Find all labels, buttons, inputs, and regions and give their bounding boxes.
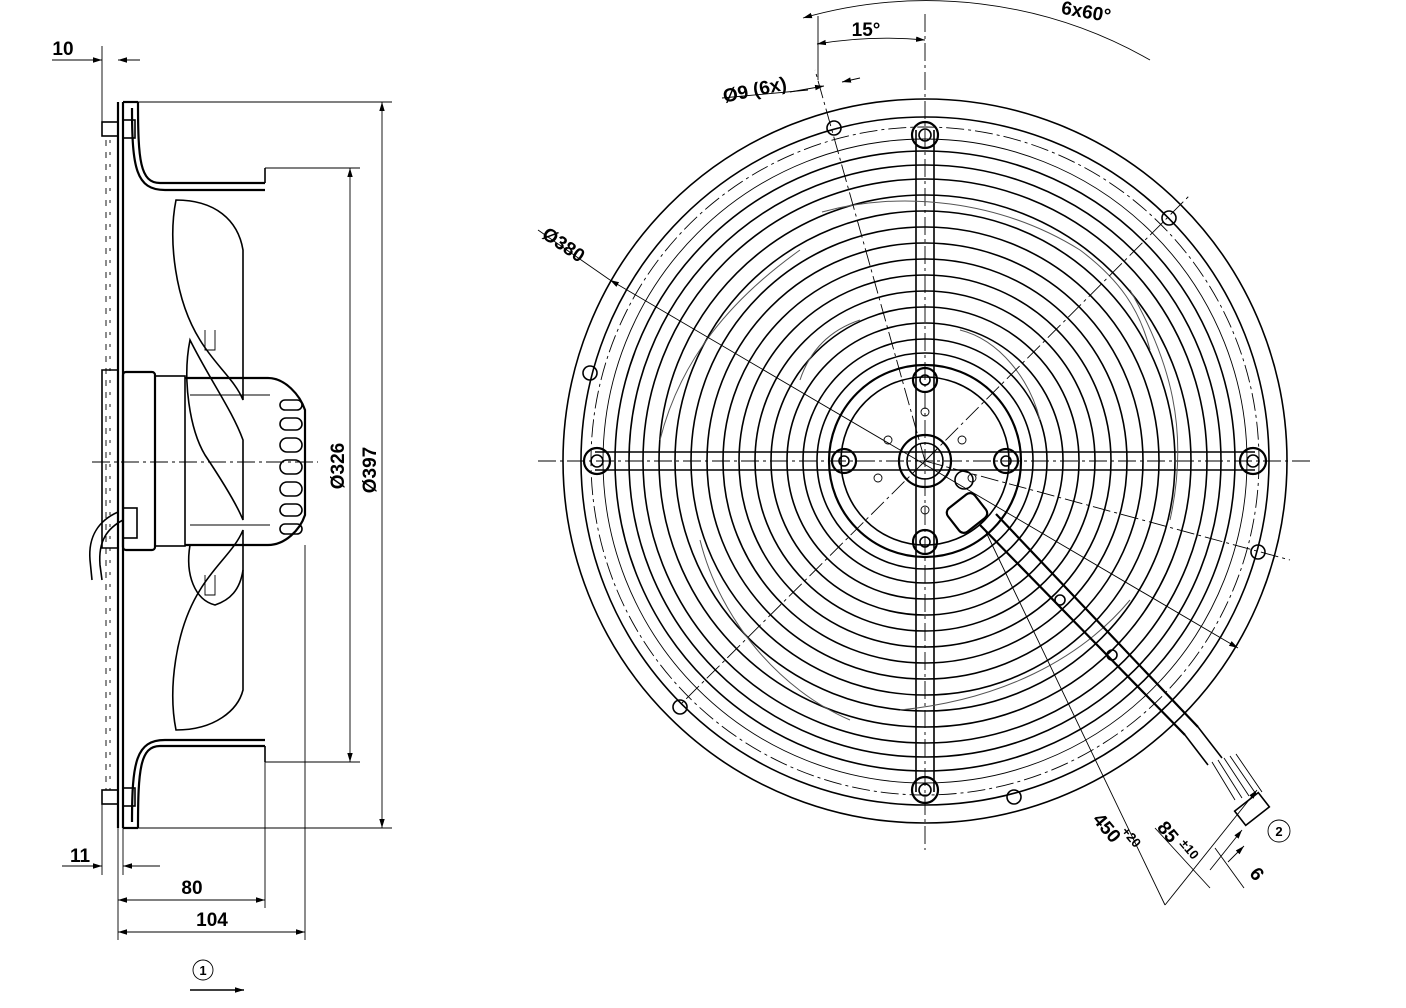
cable-marker: 2: [1267, 819, 1291, 843]
cable-side: [89, 507, 138, 581]
dim-450-label: 450: [1088, 810, 1124, 848]
dim-d397-label: Ø397: [360, 447, 381, 493]
airflow-direction-marker: 1: [190, 959, 244, 993]
hole-diameter-callout: Ø9 (6x): [721, 74, 861, 108]
connection-cable: [945, 492, 1271, 827]
airflow-marker-label: 1: [199, 963, 206, 978]
dim-104-label: 104: [196, 910, 228, 931]
dim-15deg-label: 15°: [852, 20, 881, 41]
motor-side: [121, 370, 307, 552]
dim-450-tol-label: +20: [1119, 824, 1145, 851]
impeller-blades-front: [659, 200, 1179, 721]
cable-marker-label: 2: [1275, 824, 1282, 839]
guard-grille-side: [101, 140, 119, 790]
side-view: Ø397 Ø326 10 11 80 104 1: [52, 39, 392, 993]
mounting-holes: [582, 120, 1266, 805]
dim-d9-label: Ø9 (6x): [721, 74, 788, 108]
angle-dimensions: 15° 6x60°: [802, 0, 1151, 80]
dim-d326-label: Ø326: [328, 443, 349, 489]
dim-80-label: 80: [181, 878, 202, 899]
dim-6-label: 6: [1245, 864, 1268, 886]
cable-length-dimensions: 450 +20 85 ±10 6: [984, 529, 1268, 906]
dim-11-label: 11: [70, 846, 91, 867]
wall-ring: [101, 100, 266, 830]
front-view: 15° 6x60° Ø9 (6x) Ø380: [537, 0, 1312, 906]
dim-10-label: 10: [52, 39, 73, 60]
dim-85-label: 85: [1152, 818, 1182, 848]
dim-d380-label: Ø380: [538, 224, 588, 267]
dim-85-tol-label: ±10: [1177, 836, 1202, 862]
impeller-blades-side: [172, 199, 244, 731]
